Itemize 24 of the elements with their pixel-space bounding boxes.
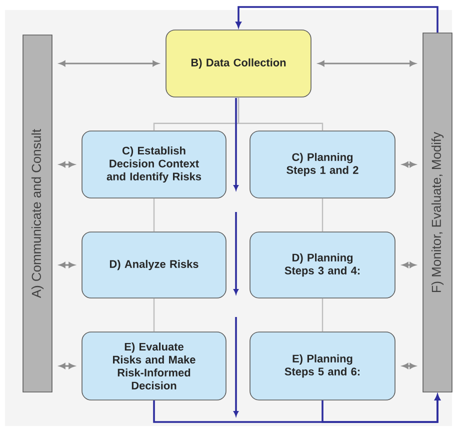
arrow bbox=[402, 162, 416, 168]
arrow bbox=[318, 60, 416, 66]
arrow bbox=[402, 262, 416, 268]
process-box: C) Planning Steps 1 and 2 bbox=[250, 130, 396, 198]
connector-line bbox=[322, 198, 324, 232]
process-box: D) Analyze Risks bbox=[82, 232, 226, 298]
arrow bbox=[236, 6, 438, 33]
process-box: E) Evaluate Risks and Make Risk-Informed Decision bbox=[82, 332, 226, 400]
arrow bbox=[322, 394, 440, 423]
arrow bbox=[59, 60, 159, 66]
side-bar: F) Monitor, Evaluate, Modify bbox=[422, 32, 452, 392]
arrow bbox=[402, 363, 416, 369]
process-box: B) Data Collection bbox=[166, 30, 312, 98]
connector-line bbox=[153, 198, 155, 232]
process-box: D) Planning Steps 3 and 4: bbox=[250, 232, 396, 298]
arrow bbox=[59, 262, 75, 268]
arrow bbox=[59, 363, 75, 369]
process-box: E) Planning Steps 5 and 6: bbox=[250, 332, 396, 400]
process-box: C) Establish Decision Context and Identify Risks bbox=[82, 130, 226, 198]
arrow bbox=[59, 162, 75, 168]
side-bar: A) Communicate and Consult bbox=[22, 34, 52, 392]
connector-line bbox=[153, 298, 155, 332]
connector-line bbox=[238, 97, 324, 131]
connector-line bbox=[322, 298, 324, 332]
